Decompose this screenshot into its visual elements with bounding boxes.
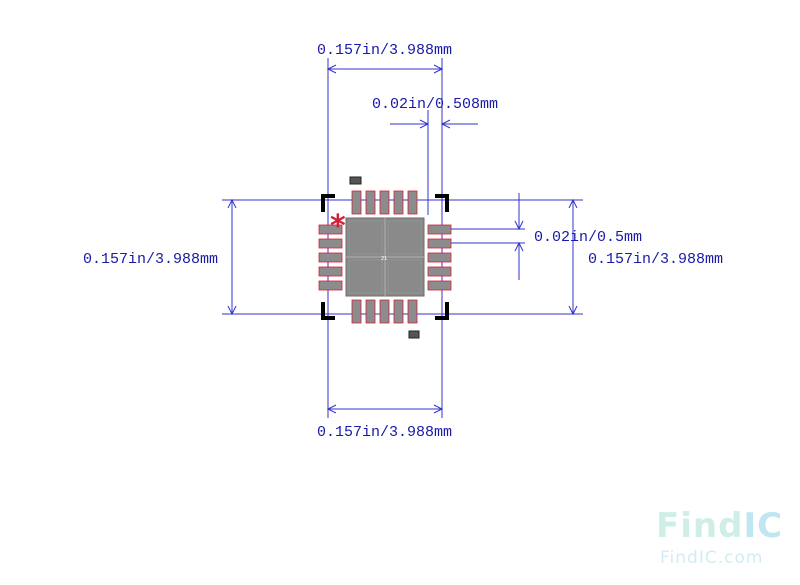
pin [407,299,418,324]
label-left-height: 0.157in/3.988mm [83,251,218,268]
pin [427,224,452,235]
pin [351,190,362,215]
label-top-width: 0.157in/3.988mm [317,42,452,59]
pins-top [351,190,418,215]
pins-right [427,224,452,291]
pin [427,238,452,249]
label-right-height: 0.157in/3.988mm [588,251,723,268]
pin [318,252,343,263]
pin [318,266,343,277]
arrow-pitch-top [514,220,524,231]
arrow-left [326,64,337,74]
silkscreen-outline [321,194,449,320]
logo-ic-text: IC [743,506,784,546]
pin [393,190,404,215]
label-pitch: 0.02in/0.5mm [534,229,642,246]
arrow-pitch-bottom [514,241,524,252]
fiducial-bottom [408,330,420,339]
findic-url: FindIC.com [660,548,764,568]
label-bottom-width: 0.157in/3.988mm [317,424,452,441]
arrow-pad-left [419,119,430,129]
pin [379,299,390,324]
pin [427,280,452,291]
exposed-pad [345,217,425,297]
arrow-pad-right [440,119,451,129]
arrow-right-bottom [568,305,578,316]
center-pad-label: 21 [381,256,387,262]
arrow-right-top [568,198,578,209]
pin [351,299,362,324]
label-pad-width: 0.02in/0.508mm [372,96,498,113]
pin [365,190,376,215]
arrow-right [433,64,444,74]
pin1-marker-icon: * [330,209,346,244]
arrow-left-bottom [227,305,237,316]
pin [318,224,343,235]
pin [365,299,376,324]
pin [379,190,390,215]
pin [427,266,452,277]
findic-logo: FindIC [656,506,783,546]
arrow-bottom-right [433,404,444,414]
fiducial-top [349,176,362,185]
logo-find-text: Find [656,506,744,546]
pin [318,280,343,291]
pins-left [318,224,343,291]
pin [393,299,404,324]
pin [407,190,418,215]
pin [427,252,452,263]
arrow-bottom-left [326,404,337,414]
pins-bottom [351,299,418,324]
pin [318,238,343,249]
arrow-left-top [227,198,237,209]
